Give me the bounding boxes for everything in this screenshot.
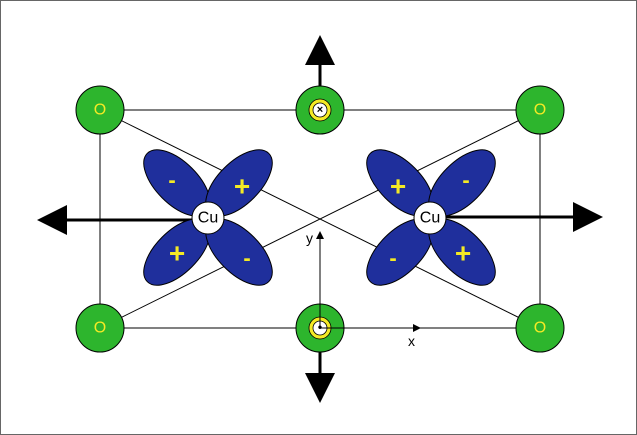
sign-label: + <box>234 171 250 202</box>
inner-white-dot <box>312 102 328 118</box>
y-axis-label: y <box>306 230 313 246</box>
oxygen-label: O <box>94 320 106 337</box>
cu-orbital-left: - + + - Cu <box>143 149 273 286</box>
sign-label: - <box>389 246 396 271</box>
oxygen-label: O <box>534 320 546 337</box>
cu-label-right: Cu <box>420 210 440 227</box>
x-axis-label: x <box>408 333 415 349</box>
sign-label: + <box>390 171 406 202</box>
sign-label: - <box>168 168 175 193</box>
cu-atom-left <box>191 201 225 235</box>
cu-atom-right <box>413 201 447 235</box>
sign-label: + <box>169 238 185 269</box>
sign-label: - <box>462 168 469 193</box>
oxygen-atom-top-right <box>515 85 565 135</box>
sign-label: + <box>455 238 471 269</box>
cu-label-left: Cu <box>198 210 218 227</box>
oxygen-atoms: O O O O × • <box>75 85 565 353</box>
displacement-arrows <box>37 35 603 403</box>
cu-orbital-right: + - - + Cu <box>366 149 496 286</box>
oxygen-atom-bottom-right <box>515 303 565 353</box>
into-page-marker: × <box>317 104 323 116</box>
oxygen-label: O <box>534 102 546 119</box>
oxygen-label: O <box>94 102 106 119</box>
oxygen-atom-top-left <box>75 85 125 135</box>
lattice-lines <box>99 109 541 329</box>
oxygen-atom-bottom-left <box>75 303 125 353</box>
coordinate-axes <box>316 231 421 332</box>
sign-label: - <box>243 246 250 271</box>
bond-line-2 <box>99 109 541 329</box>
